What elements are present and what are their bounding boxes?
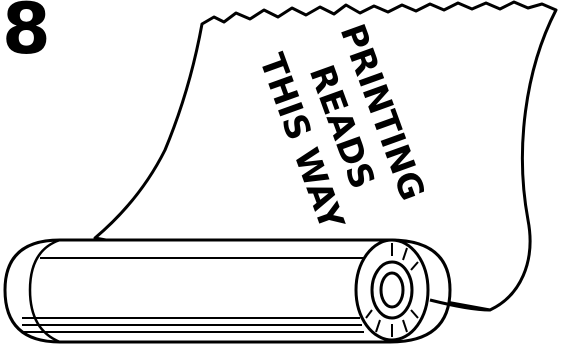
roll-core-inner	[381, 273, 403, 307]
step-number: 8	[2, 0, 51, 64]
